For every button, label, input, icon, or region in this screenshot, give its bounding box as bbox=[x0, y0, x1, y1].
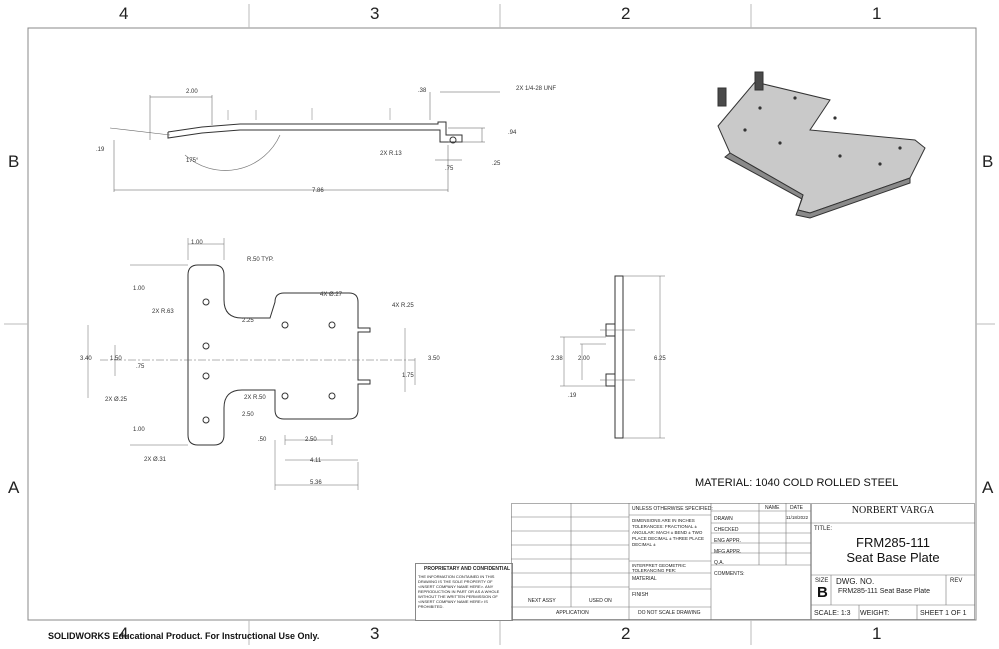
zone-label-top-2: 2 bbox=[621, 4, 631, 23]
dim-top-50: .50 bbox=[258, 437, 267, 443]
zone-label-bottom-3: 3 bbox=[370, 624, 380, 643]
tb-dwg-no-label: DWG. NO. bbox=[836, 577, 875, 586]
dim-top-3-50: 3.50 bbox=[428, 356, 440, 362]
dim-top-3-40: 3.40 bbox=[80, 356, 92, 362]
dim-top-r63: 2X R.63 bbox=[152, 309, 174, 315]
title-block-grid bbox=[511, 503, 811, 620]
dim-top-5-36: 5.36 bbox=[310, 480, 322, 486]
proprietary-title: PROPRIETARY AND CONFIDENTIAL bbox=[424, 566, 511, 572]
dim-top-r50: 2X R.50 bbox=[244, 395, 266, 401]
tb-sheet: SHEET 1 OF 1 bbox=[920, 610, 967, 617]
tb-name-header: NAME bbox=[765, 505, 780, 511]
dim-top-holes25: 2X Ø.25 bbox=[105, 397, 128, 403]
tb-unless: UNLESS OTHERWISE SPECIFIED: bbox=[632, 506, 713, 512]
zone-label-bottom-4: 4 bbox=[119, 624, 129, 643]
dim-top-2-50b: 2.50 bbox=[305, 437, 317, 443]
dim-top-r50-typ: R.50 TYP. bbox=[247, 257, 274, 263]
isometric-view bbox=[717, 71, 926, 219]
material-note: MATERIAL: 1040 COLD ROLLED STEEL bbox=[695, 477, 899, 489]
tb-date-header: DATE bbox=[790, 505, 803, 511]
tb-mfg-appr: MFG APPR. bbox=[714, 549, 742, 555]
tb-eng-appr: ENG APPR. bbox=[714, 538, 741, 544]
tb-dims: DIMENSIONS ARE IN INCHES TOLERANCES: FRA… bbox=[632, 518, 704, 547]
tb-drawn-date: 11/18/2022 bbox=[786, 515, 809, 520]
zone-label-bottom-1: 1 bbox=[872, 624, 882, 643]
dim-top-r25: 4X R.25 bbox=[392, 303, 414, 309]
tb-rev-label: REV bbox=[950, 578, 963, 584]
tb-size: B bbox=[817, 584, 828, 601]
dim-top-4-11: 4.11 bbox=[310, 458, 322, 464]
zone-label-right-a: A bbox=[982, 478, 994, 497]
dim-side-r13: 2X R.13 bbox=[380, 151, 402, 157]
tb-scale: SCALE: 1:3 bbox=[814, 610, 851, 617]
dim-top-holes27: 4X Ø.27 bbox=[320, 292, 343, 298]
dim-top-1-00c: 1.00 bbox=[133, 427, 145, 433]
dim-side-94: .94 bbox=[508, 130, 517, 136]
tb-title-label: TITLE: bbox=[814, 526, 833, 532]
dim-top-1-75: 1.75 bbox=[402, 373, 414, 379]
tb-comments: COMMENTS: bbox=[714, 571, 745, 577]
dim-side-7-86: 7.86 bbox=[312, 188, 324, 194]
dim-side-38: .38 bbox=[418, 88, 427, 94]
tb-title-line2: Seat Base Plate bbox=[846, 550, 940, 565]
tb-application: APPLICATION bbox=[556, 610, 589, 616]
dim-top-2-50: 2.50 bbox=[242, 412, 254, 418]
dim-side-19: .19 bbox=[96, 147, 105, 153]
tb-next-assy: NEXT ASSY bbox=[528, 598, 556, 604]
proprietary-body: THE INFORMATION CONTAINED IN THIS DRAWIN… bbox=[418, 574, 500, 609]
educational-footer: SOLIDWORKS Educational Product. For Inst… bbox=[48, 631, 320, 641]
zone-label-top-3: 3 bbox=[370, 4, 380, 23]
zone-label-bottom-2: 2 bbox=[621, 624, 631, 643]
dim-top-2-25: 2.25 bbox=[242, 318, 254, 324]
tb-weight: WEIGHT: bbox=[860, 610, 890, 617]
end-view bbox=[560, 275, 665, 439]
dim-end-2-38: 2.38 bbox=[551, 356, 563, 362]
tb-used-on: USED ON bbox=[589, 598, 612, 604]
tb-checked: CHECKED bbox=[714, 527, 739, 533]
dim-end-19: .19 bbox=[568, 393, 577, 399]
proprietary-box: PROPRIETARY AND CONFIDENTIAL THE INFORMA… bbox=[415, 563, 513, 621]
tb-finish: FINISH bbox=[632, 592, 649, 598]
tb-interpret: INTERPRET GEOMETRIC TOLERANCING PER: bbox=[632, 563, 686, 573]
tb-size-label: SIZE bbox=[815, 578, 829, 584]
tb-title-line1: FRM285-111 bbox=[856, 535, 930, 550]
top-view bbox=[87, 238, 416, 490]
dim-top-1-00b: 1.00 bbox=[133, 286, 145, 292]
dim-top-1-00: 1.00 bbox=[191, 240, 203, 246]
zone-label-left-b: B bbox=[8, 152, 20, 171]
tb-company: NORBERT VARGA bbox=[851, 505, 935, 516]
tb-material-label: MATERIAL bbox=[632, 576, 657, 582]
dim-end-2-00: 2.00 bbox=[578, 356, 590, 362]
tb-dwg-no: FRM285-111 Seat Base Plate bbox=[838, 588, 930, 595]
dim-side-thread: 2X 1/4-28 UNF bbox=[516, 86, 557, 92]
zone-label-top-4: 4 bbox=[119, 4, 129, 23]
dim-side-75: .75 bbox=[445, 166, 454, 172]
dim-top-holes31: 2X Ø.31 bbox=[144, 457, 167, 463]
tb-drawn: DRAWN bbox=[714, 516, 733, 522]
dim-side-angle: 175° bbox=[186, 158, 199, 164]
zone-label-right-b: B bbox=[982, 152, 994, 171]
zone-label-left-a: A bbox=[8, 478, 20, 497]
dim-top-75: .75 bbox=[136, 364, 145, 370]
tb-do-not-scale: DO NOT SCALE DRAWING bbox=[638, 610, 701, 616]
zone-label-top-1: 1 bbox=[872, 4, 882, 23]
dim-side-2-00: 2.00 bbox=[186, 89, 198, 95]
title-block-right bbox=[811, 503, 975, 620]
side-view bbox=[109, 91, 500, 192]
dim-end-6-25: 6.25 bbox=[654, 356, 666, 362]
tb-qa: Q.A. bbox=[714, 560, 725, 566]
dim-side-25: .25 bbox=[492, 161, 501, 167]
dim-top-1-50: 1.50 bbox=[110, 356, 122, 362]
